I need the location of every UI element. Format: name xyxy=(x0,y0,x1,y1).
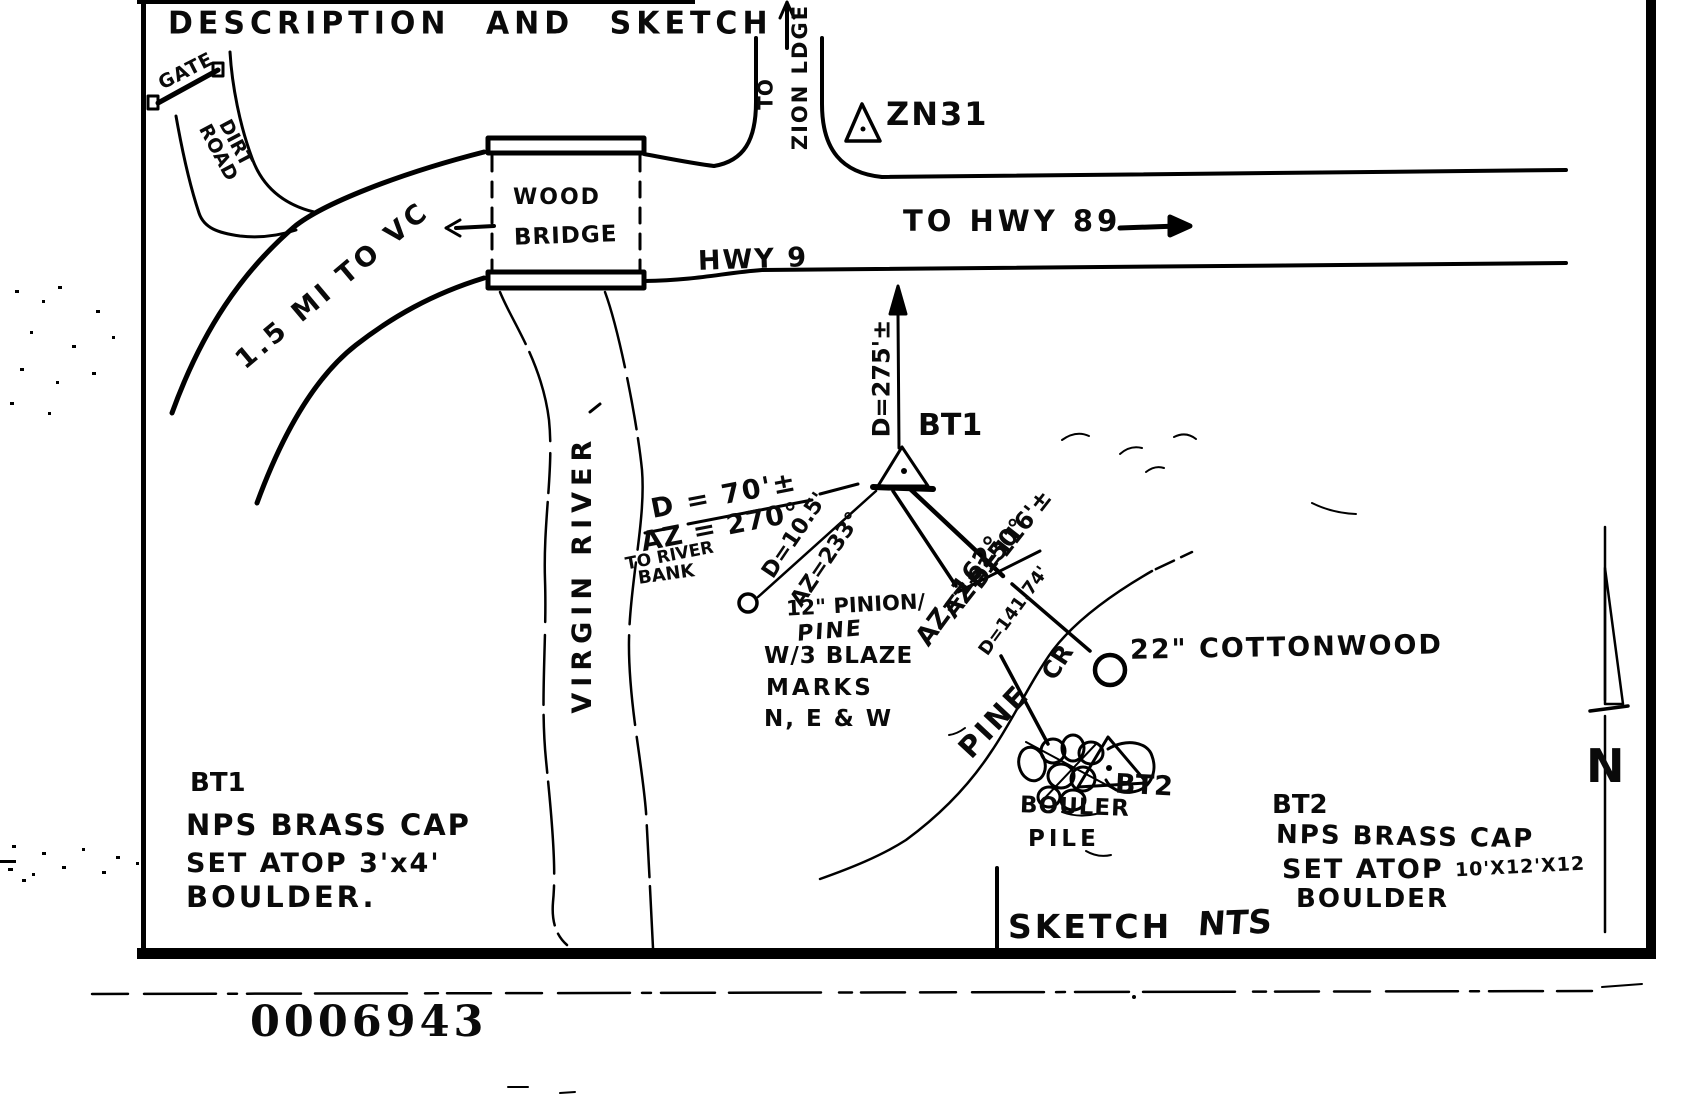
frame-left xyxy=(141,0,146,958)
pinion-note-line4: MARKS xyxy=(766,675,874,701)
cottonwood-tie-line xyxy=(905,484,1128,688)
boulder-pile-label-line2: PILE xyxy=(1028,826,1100,852)
hwy9-road xyxy=(642,36,1568,283)
bt2-note-line3: BOULDER xyxy=(1296,884,1449,914)
frame-bottom xyxy=(137,948,1656,959)
bt1-note-line1: NPS BRASS CAP xyxy=(186,808,471,842)
wood-bridge xyxy=(485,135,647,291)
boulder-pile xyxy=(1017,733,1156,817)
document-number-stamp: 0006943 xyxy=(250,997,488,1047)
bt2-note-line1: NPS BRASS CAP xyxy=(1275,819,1535,855)
bt1-triangle-marker xyxy=(870,445,936,492)
zn31-label: ZN31 xyxy=(886,95,989,133)
east-arrow-icon xyxy=(1117,214,1193,238)
pine-creek xyxy=(818,550,1194,881)
north-arrow xyxy=(1588,525,1630,934)
to-hwy89-label: TO HWY 89 xyxy=(903,204,1122,238)
terrain-marks xyxy=(948,432,1357,857)
vc-road xyxy=(169,149,487,506)
bt1-note-line2: SET ATOP 3'x4' xyxy=(186,848,441,879)
virgin-river-label: VIRGIN RIVER xyxy=(566,434,598,714)
pinion-note-line3: W/3 BLAZE xyxy=(764,643,914,669)
zn31-triangle-marker xyxy=(844,102,882,143)
bridge-label-line2: BRIDGE xyxy=(513,221,618,251)
bt2-tie-line xyxy=(891,489,1050,746)
bt2-note-line2: SET ATOP 10'X12'X12 xyxy=(1282,852,1586,885)
bt1-note-line3: BOULDER. xyxy=(186,880,377,914)
boulder-pile-label-line1: BOULER xyxy=(1019,792,1131,822)
zion-road-label-to: TO xyxy=(753,79,778,110)
north-arrow-n-label: N xyxy=(1586,739,1625,793)
virgin-river-banks xyxy=(498,290,655,950)
frame-right xyxy=(1646,0,1656,958)
bt2-note-line2-dims: 10'X12'X12 xyxy=(1454,852,1586,882)
cottonwood-label: 22" COTTONWOOD xyxy=(1129,629,1444,666)
pine-tie-line xyxy=(737,489,878,614)
scan-dot xyxy=(1132,995,1136,999)
bridge-label-line1: WOOD xyxy=(513,185,601,210)
dirt-road xyxy=(174,50,316,239)
scan-speckles xyxy=(0,286,139,882)
west-arrow-icon xyxy=(444,218,496,238)
scan-dashed-line xyxy=(90,989,1594,996)
river-tie-line xyxy=(643,482,860,535)
north-road-arrow-icon xyxy=(778,0,796,50)
bt1-note-heading: BT1 xyxy=(190,768,246,798)
hwy9-label: HWY 9 xyxy=(697,242,809,277)
frame-top xyxy=(137,0,695,4)
sketch-label: SKETCH xyxy=(1008,907,1173,946)
scan-marks xyxy=(507,1086,576,1094)
pinion-note-line5: N, E & W xyxy=(764,706,894,732)
pinion-note-line2: PINE xyxy=(796,616,864,647)
scan-dash-fragment xyxy=(1601,983,1643,988)
nts-label: NTS xyxy=(1196,901,1274,944)
bt1-marker-label: BT1 xyxy=(918,408,983,443)
gate-symbol xyxy=(146,61,225,111)
d275-tie-line xyxy=(888,284,908,450)
bt2-note-line2-text: SET ATOP xyxy=(1282,854,1444,885)
bt2-triangle-marker xyxy=(1076,735,1149,789)
zion-road-label-ldge: ZION LDGE xyxy=(787,3,812,151)
bt2-note-heading: BT2 xyxy=(1272,790,1328,820)
d275-label: D=275'± xyxy=(867,319,896,438)
page-title: DESCRIPTION AND SKETCH xyxy=(168,5,773,42)
